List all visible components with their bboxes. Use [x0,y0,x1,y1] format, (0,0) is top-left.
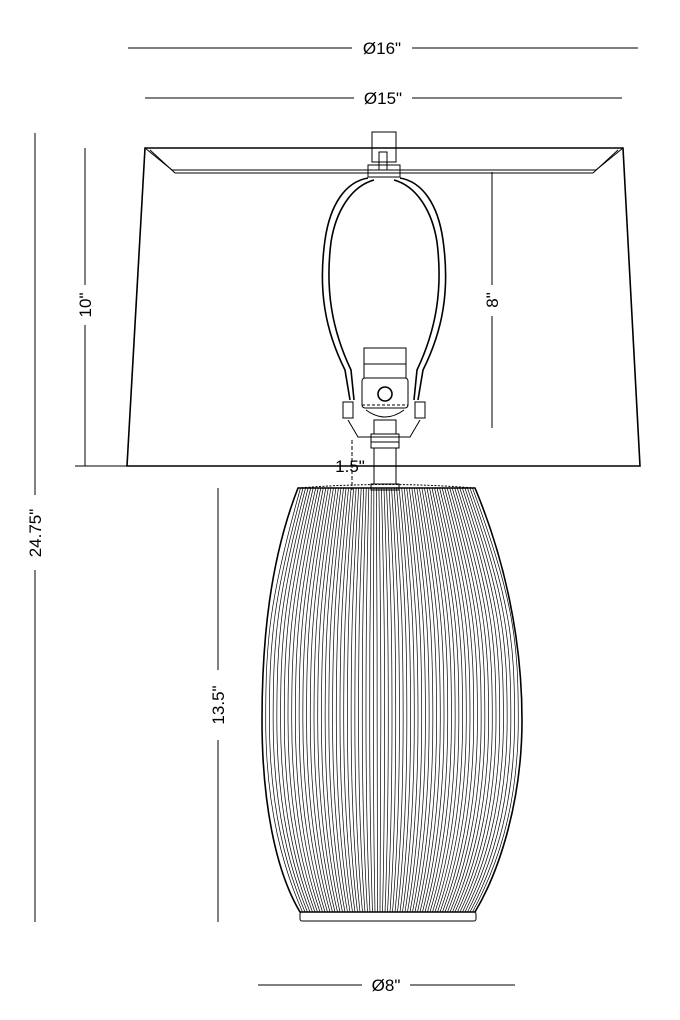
base-rib [408,487,426,913]
base-rib [343,487,356,913]
base-rib [283,487,316,913]
base-rib [272,487,308,913]
base-rib [365,487,371,913]
dimension-base-diameter: Ø8" [258,976,515,995]
base-rib [459,487,501,913]
label-shade-height: 10" [76,293,95,318]
base-rib [439,487,471,913]
base-rib [469,487,515,913]
base-rib [436,487,467,913]
base-rib [369,487,373,913]
base-rib [446,487,482,913]
base-rib [265,487,303,913]
base-rib [393,487,404,913]
base-rib [335,487,351,913]
dimension-shade-outer: Ø16" [128,39,638,58]
base-rib [454,487,493,913]
base-rib [378,487,382,913]
base-rib [388,487,397,913]
base-rib [354,487,363,913]
base-rib [317,487,338,913]
base-rib [339,487,353,913]
base-rib [429,487,456,913]
base-rib [424,487,449,913]
base-rib [434,487,463,913]
base-rib [347,487,358,913]
label-shade-top-diameter: Ø15" [364,89,402,108]
base-rib [398,487,411,913]
base-rib [313,487,336,913]
base-rib [383,487,389,913]
base-rib [306,487,331,913]
base-rib [350,487,361,913]
base-rib [280,487,313,913]
base-rib [291,487,321,913]
base-rib [462,487,504,913]
base-rib [391,487,400,913]
base-rib [324,487,343,913]
base-rib [441,487,475,913]
label-shade-outer-diameter: Ø16" [363,39,401,58]
base-rib [464,487,508,913]
base-rib [449,487,486,913]
base-rib [444,487,478,913]
dimension-base-height: 13.5" [209,488,228,922]
base-rib [328,487,346,913]
dimension-neck-height: 1.5" [335,440,365,490]
base-rib [431,487,460,913]
base-rib [276,487,311,913]
base-rib [416,487,437,913]
lamp-base [261,484,523,922]
base-rib [373,487,376,913]
label-base-height: 13.5" [209,685,228,724]
base-rib [456,487,497,913]
base-rib [298,487,326,913]
base-rib [302,487,328,913]
base-rib [321,487,341,913]
base-rib [386,487,393,913]
dimension-harp-height: 8" [483,172,502,428]
base-rib [287,487,318,913]
label-harp-height: 8" [483,292,502,308]
dimension-shade-height: 10" [75,148,127,467]
dimension-overall-height: 24.75" [26,133,45,922]
base-rib [411,487,430,913]
base-rib [472,487,519,913]
base-rib [358,487,366,913]
base-rib [361,487,368,913]
label-base-diameter: Ø8" [372,976,401,995]
lamp-harp [321,131,447,491]
lamp-shade [126,147,641,467]
base-rib [376,487,378,913]
base-rib [332,487,348,913]
base-rib [421,487,445,913]
base-rib [406,487,423,913]
dimension-shade-top: Ø15" [145,89,622,108]
base-rib [413,487,434,913]
base-rib [467,487,512,913]
base-rib [381,487,385,913]
base-rib [269,487,306,913]
label-overall-height: 24.75" [26,509,45,558]
base-rib [309,487,333,913]
base-rib [419,487,441,913]
base-rib [295,487,323,913]
base-rib [403,487,419,913]
base-rib [396,487,408,913]
base-rib [426,487,452,913]
base-rib [451,487,489,913]
base-rib [401,487,415,913]
